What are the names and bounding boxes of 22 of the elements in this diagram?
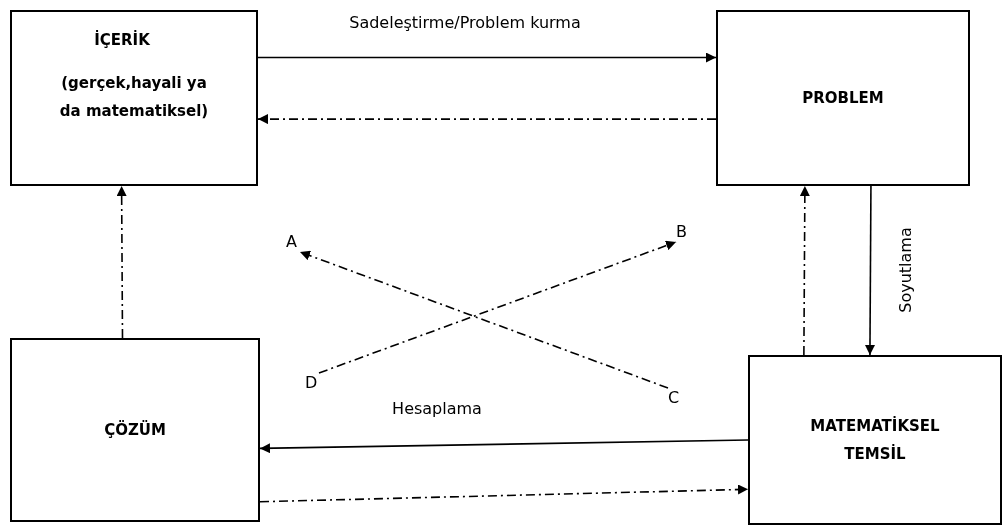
point-letter: B (676, 222, 690, 242)
concept-box (716, 10, 970, 186)
point-letter: C (668, 388, 682, 408)
dash-dot-arrow (257, 114, 717, 125)
dash-dot-arrow (299, 250, 669, 389)
point-letter: D (305, 373, 319, 393)
arrow (865, 185, 875, 356)
dash-dot-arrow (259, 484, 749, 503)
concept-box (10, 10, 258, 186)
box-text: (gerçek,hayali ya da matematiksel) (58, 72, 210, 122)
arrow (259, 439, 749, 454)
concept-box (10, 338, 260, 522)
dash-dot-arrow (116, 185, 127, 339)
dash-dot-arrow (799, 185, 810, 356)
point-letter: A (286, 232, 300, 252)
concept-box (748, 355, 1002, 525)
arrow (257, 52, 717, 63)
box-heading: İÇERİK (93, 29, 151, 51)
box-text: ÇÖZÜM (103, 419, 167, 441)
dash-dot-arrow (318, 240, 677, 374)
box-text: MATEMATİKSEL TEMSİL (809, 415, 941, 465)
box-text: PROBLEM (801, 87, 885, 109)
